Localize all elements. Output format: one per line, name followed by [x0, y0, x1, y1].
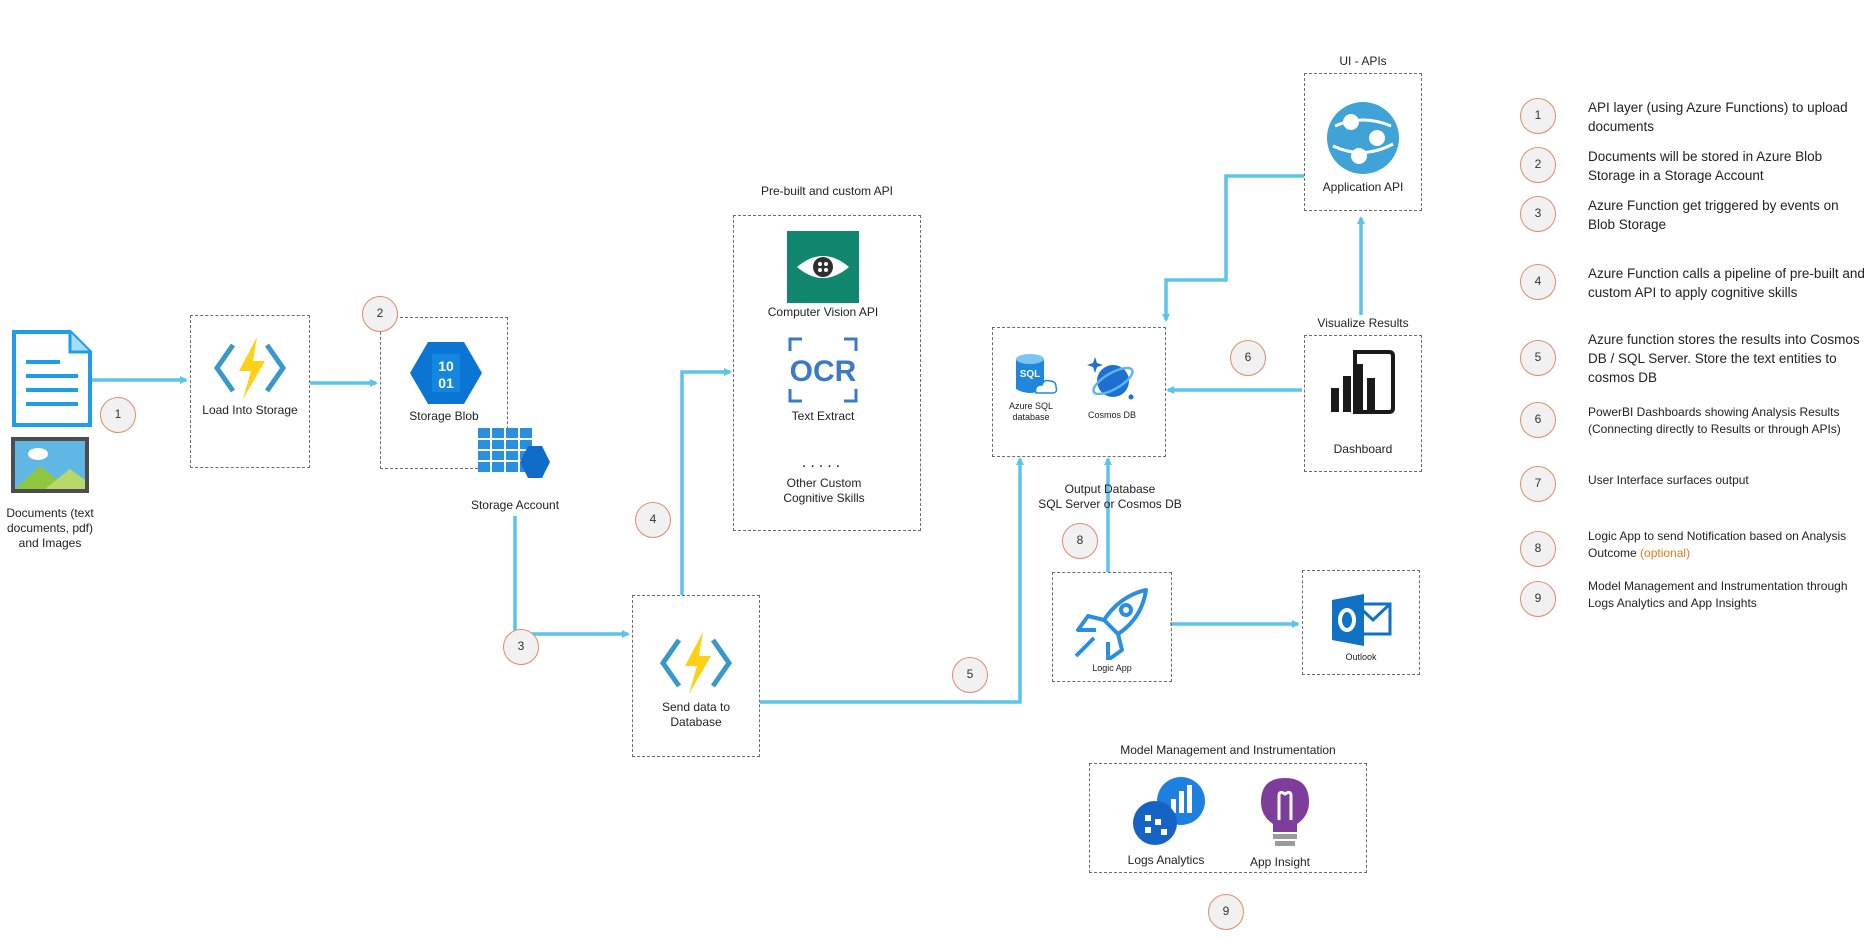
outlook-icon [1332, 594, 1392, 646]
step-marker-6: 6 [1230, 340, 1266, 376]
group-title-prebuilt: Pre-built and custom API [760, 184, 894, 198]
send-db-label: Send data to Database [661, 700, 731, 729]
logic-app-icon [1074, 588, 1148, 660]
dots-label: ..... [801, 454, 845, 471]
storage-account-label: Storage Account [470, 498, 560, 512]
legend-text: Azure Function get triggered by events o… [1588, 198, 1839, 232]
send-function-icon [659, 632, 733, 694]
app-insight-label: App Insight [1249, 855, 1311, 869]
group-title-visualize: Visualize Results [1317, 316, 1409, 330]
load-storage-box [190, 315, 310, 468]
cosmos-label: Cosmos DB [1087, 410, 1136, 420]
ocr-glyph: OCR [790, 355, 857, 388]
outlook-box [1302, 570, 1420, 675]
legend-number: 9 [1520, 581, 1556, 617]
step-marker-2: 2 [362, 296, 398, 332]
legend-number: 1 [1520, 98, 1556, 134]
model-mgmt-box [1089, 763, 1367, 873]
arrow-send-to-api [680, 368, 732, 595]
output-db-box [992, 327, 1166, 457]
step-marker-5: 5 [952, 657, 988, 693]
prebuilt-api-box [733, 215, 921, 531]
step-marker-9: 9 [1208, 894, 1244, 930]
legend-optional-tag: (optional) [1640, 546, 1691, 560]
logic-app-label: Logic App [1092, 663, 1132, 673]
power-bi-icon [1331, 350, 1395, 414]
image-icon [11, 437, 89, 493]
storage-blob-label: Storage Blob [409, 409, 479, 423]
output-db-subtitle: SQL Server or Cosmos DB [1038, 497, 1182, 511]
step-marker-3: 3 [503, 629, 539, 665]
arrow-account-to-send [513, 516, 630, 638]
legend-number: 6 [1520, 402, 1556, 438]
legend-text: PowerBI Dashboards showing Analysis Resu… [1588, 405, 1841, 436]
legend-number: 3 [1520, 196, 1556, 232]
visualize-box [1304, 335, 1422, 472]
ui-apis-box [1304, 73, 1422, 211]
application-api-label: Application API [1322, 180, 1404, 194]
computer-vision-label: Computer Vision API [767, 305, 879, 319]
documents-label: Documents (text documents, pdf) and Imag… [6, 506, 94, 550]
ocr-icon: OCR [788, 337, 858, 403]
azure-sql-label: Azure SQL database [1008, 401, 1054, 422]
legend-text: Logic App to send Notification based on … [1588, 528, 1868, 562]
legend-number: 7 [1520, 466, 1556, 502]
group-title-ui-apis: UI - APIs [1339, 54, 1387, 68]
svg-text:01: 01 [438, 375, 454, 391]
cosmos-db-icon [1087, 357, 1134, 400]
legend-text: Azure Function calls a pipeline of pre-b… [1588, 266, 1865, 300]
logic-app-box [1052, 572, 1172, 682]
legend-text: Azure function stores the results into C… [1588, 332, 1860, 385]
legend-text: User Interface surfaces output [1588, 473, 1749, 487]
legend-text: Model Management and Instrumentation thr… [1588, 579, 1848, 610]
dashboard-label: Dashboard [1333, 442, 1393, 456]
legend-text-main: Logic App to send Notification based on … [1588, 529, 1847, 560]
arrow-send-to-db [760, 457, 1024, 704]
legend-text: Documents will be stored in Azure Blob S… [1588, 149, 1823, 183]
step-marker-1: 1 [100, 397, 136, 433]
output-db-title: Output Database [1064, 482, 1156, 496]
legend-number: 5 [1520, 340, 1556, 376]
svg-text:10: 10 [438, 358, 454, 374]
load-storage-label: Load Into Storage [202, 403, 298, 417]
log-analytics-icon [1133, 777, 1205, 845]
app-insights-icon [1261, 778, 1309, 846]
arrow-api-to-db [1162, 174, 1304, 322]
step-marker-4: 4 [635, 502, 671, 538]
sql-database-icon: SQL [1016, 354, 1058, 394]
legend-text: API layer (using Azure Functions) to upl… [1588, 100, 1848, 134]
group-title-model-mgmt: Model Management and Instrumentation [1120, 743, 1336, 757]
logs-analytics-label: Logs Analytics [1127, 853, 1205, 867]
other-custom-label: Other Custom Cognitive Skills [783, 476, 865, 505]
sql-glyph: SQL [1020, 369, 1041, 380]
legend-number: 2 [1520, 147, 1556, 183]
legend-number: 4 [1520, 264, 1556, 300]
app-service-icon [1327, 102, 1399, 174]
storage-blob-icon: 10 01 [410, 342, 482, 404]
legend-number: 8 [1520, 531, 1556, 567]
document-icon [12, 330, 92, 427]
storage-account-icon [478, 428, 550, 478]
storage-blob-box [380, 317, 508, 469]
send-data-box [632, 595, 760, 757]
text-extract-label: Text Extract [791, 409, 855, 423]
eye-icon [787, 231, 859, 303]
step-marker-8: 8 [1062, 523, 1098, 559]
azure-function-icon [213, 337, 287, 399]
outlook-label: Outlook [1345, 652, 1377, 662]
